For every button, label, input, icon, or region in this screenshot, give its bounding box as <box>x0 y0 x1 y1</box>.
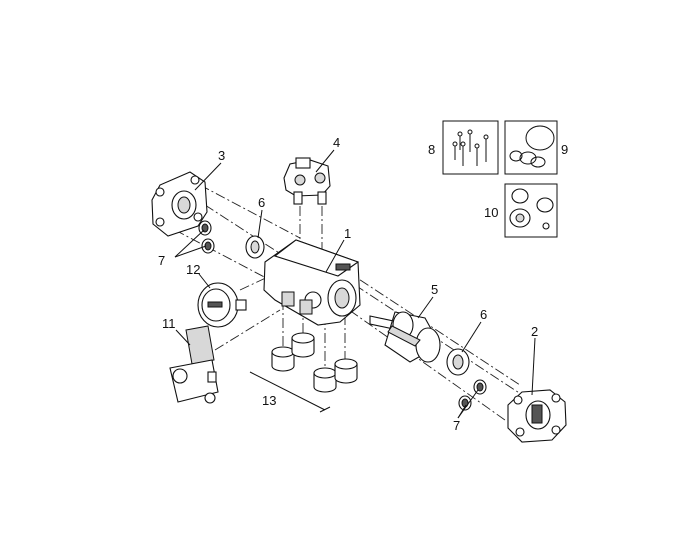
callout-3: 3 <box>218 148 225 163</box>
part-1-main-body <box>263 239 361 326</box>
callout-labels: 1 2 3 4 5 6 6 7 7 8 9 10 11 12 13 <box>158 135 568 433</box>
callout-4: 4 <box>333 135 340 150</box>
callout-11: 11 <box>162 316 176 331</box>
callout-12: 12 <box>186 262 200 277</box>
part-5-cartridge <box>369 311 441 363</box>
part-13-plugs <box>249 332 358 413</box>
part-11-handle <box>169 325 219 404</box>
callout-2: 2 <box>531 324 538 339</box>
callout-6b: 6 <box>480 307 487 322</box>
part-7-springs-right <box>458 379 487 411</box>
callout-5: 5 <box>431 282 438 297</box>
leader-lines <box>174 149 536 419</box>
callout-8: 8 <box>428 142 435 157</box>
part-12-gauge <box>197 282 247 328</box>
kit-box-9 <box>504 120 558 175</box>
kit-box-10 <box>504 183 558 238</box>
part-6-seal-right <box>446 348 470 376</box>
callout-1: 1 <box>344 226 351 241</box>
part-6-seal-left <box>245 235 265 259</box>
callout-7b: 7 <box>453 418 460 433</box>
callout-6a: 6 <box>258 195 265 210</box>
callout-10: 10 <box>484 205 498 220</box>
kit-box-8 <box>442 120 499 175</box>
callout-13: 13 <box>262 393 276 408</box>
callout-9: 9 <box>561 142 568 157</box>
part-3-end-cover <box>151 171 208 237</box>
callout-7a: 7 <box>158 253 165 268</box>
part-4-top-valve <box>283 157 331 205</box>
part-2-end-cover <box>507 389 567 443</box>
